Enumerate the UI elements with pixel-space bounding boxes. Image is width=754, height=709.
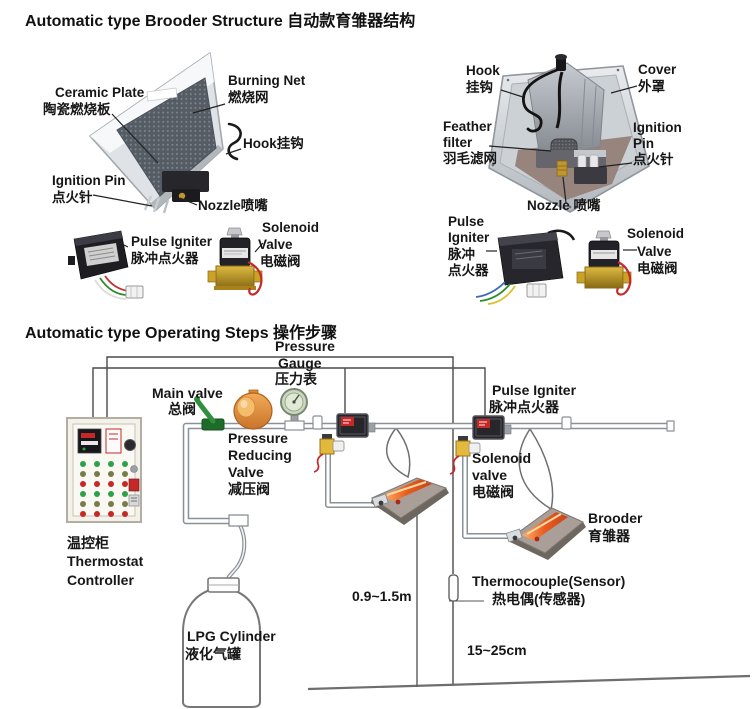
label-thermostat-3: Controller: [67, 572, 134, 588]
solenoid-valve-1: [313, 434, 345, 473]
hanging-hook-2: [518, 428, 554, 511]
label-solenoid-s2-1: Solenoid: [472, 450, 532, 466]
pulse-igniter-2: [472, 415, 512, 440]
solenoid-valve-photo-right: [576, 230, 632, 296]
nozzle-part: [556, 160, 568, 177]
pressure-gauge: [280, 388, 308, 431]
label-main-valve-2: 总阀: [168, 401, 196, 417]
label-ignition-back-3: 点火针: [633, 152, 674, 167]
label-pulse-igniter-s2-2: 脉冲点火器: [489, 399, 559, 415]
ignition-pin-part: [577, 154, 587, 169]
label-solenoid-left-3: 电磁阀: [260, 254, 301, 269]
label-ignition-back-1: Ignition: [633, 120, 682, 135]
pressure-reducing-valve: [233, 389, 273, 430]
solenoid-valve-photo-left: [207, 227, 263, 296]
label-lpg-1: LPG Cylinder: [187, 628, 276, 644]
label-cover-en: Cover: [638, 62, 677, 77]
label-prv-2: Reducing: [228, 447, 292, 463]
main-valve: [194, 396, 225, 431]
hook-wire: [522, 68, 559, 133]
label-feather-1: Feather: [443, 119, 492, 134]
label-pulse-igniter-right-2: Igniter: [448, 230, 490, 245]
label-thermocouple-1: Thermocouple(Sensor): [472, 573, 626, 589]
label-ignition-pin-zh: 点火针: [52, 190, 93, 205]
label-lpg-2: 液化气罐: [185, 646, 241, 662]
cable: [555, 71, 564, 129]
lpg-hose: [225, 524, 247, 582]
label-brooder-1: Brooder: [588, 510, 643, 526]
label-burning-net-zh: 燃烧网: [228, 90, 269, 105]
label-pulse-igniter-right-1: Pulse: [448, 214, 485, 229]
pipe-tee-fittings: [312, 415, 572, 430]
brooder-2: [505, 507, 586, 560]
label-thermostat-2: Thermostat: [67, 553, 144, 569]
hanging-hook-1: [385, 427, 411, 479]
label-pressure-gauge-3: 压力表: [275, 371, 317, 387]
pulse-igniter-1: [336, 413, 376, 438]
label-prv-3: Valve: [228, 464, 264, 480]
gas-pipes: [182, 420, 675, 539]
label-pulse-igniter-right-3: 脉冲: [448, 247, 475, 262]
label-hook-front: Hook挂钩: [243, 136, 304, 151]
label-lines: [92, 85, 638, 253]
label-ignition-back-2: Pin: [633, 136, 655, 151]
label-solenoid-left-2: Valve: [258, 237, 293, 252]
label-prv-1: Pressure: [228, 430, 288, 446]
label-pulse-igniter-s2-1: Pulse Igniter: [492, 382, 577, 398]
label-solenoid-right-2: Valve: [637, 244, 672, 259]
hook-wire: [227, 122, 242, 161]
label-solenoid-s2-2: valve: [472, 467, 508, 483]
label-ceramic-plate-en: Ceramic Plate: [55, 85, 145, 100]
label-ceramic-plate-zh: 陶瓷燃烧板: [43, 102, 111, 117]
label-hook-back-zh: 挂钩: [466, 80, 493, 95]
label-pulse-igniter-right-4: 点火器: [448, 263, 489, 278]
thermostat-cabinet: [66, 417, 142, 523]
solenoid-valve-2: [449, 436, 481, 475]
pipe-fitting-elbow: [228, 514, 249, 527]
label-pulse-igniter-left-zh: 脉冲点火器: [131, 251, 199, 266]
label-solenoid-right-1: Solenoid: [627, 226, 684, 241]
label-solenoid-s2-3: 电磁阀: [472, 484, 514, 500]
label-pressure-gauge-2: Gauge: [278, 355, 322, 371]
burner-manifold: [143, 171, 209, 214]
label-dim-height: 0.9~1.5m: [352, 588, 412, 604]
back-burner-illustration: [488, 54, 650, 213]
label-cover-zh: 外罩: [638, 79, 665, 94]
label-solenoid-right-3: 电磁阀: [637, 261, 678, 276]
label-solenoid-left-1: Solenoid: [262, 220, 319, 235]
burning-net-mesh: [116, 77, 217, 197]
pulse-igniter-photo-right: [475, 229, 576, 305]
pulse-igniter-photo-left: [68, 230, 144, 300]
lpg-cylinder: [182, 577, 261, 708]
section2-title: Automatic type Operating Steps 操作步骤: [25, 325, 338, 342]
thermocouple-sensor: [448, 574, 484, 602]
ground-line: [307, 674, 751, 691]
label-brooder-2: 育雏器: [588, 528, 630, 544]
label-thermostat-1: 温控柜: [67, 535, 109, 551]
label-thermocouple-2: 热电偶(传感器): [492, 591, 586, 607]
label-pulse-igniter-left-en: Pulse Igniter: [131, 234, 213, 249]
label-nozzle-front: Nozzle喷嘴: [198, 198, 268, 213]
label-pressure-gauge-1: Pressure: [275, 338, 335, 354]
label-feather-2: filter: [443, 135, 473, 150]
label-main-valve-1: Main valve: [152, 385, 223, 401]
label-nozzle-back: Nozzle 喷嘴: [527, 198, 601, 213]
label-feather-3: 羽毛滤网: [443, 151, 497, 166]
front-burner-illustration: [89, 52, 242, 214]
label-burning-net-en: Burning Net: [228, 73, 306, 88]
label-prv-4: 减压阀: [228, 481, 270, 497]
section1-title: Automatic type Brooder Structure 自动款育雏器结…: [25, 13, 416, 30]
label-ignition-pin-en: Ignition Pin: [52, 173, 126, 188]
brooder-1: [370, 477, 449, 525]
label-hook-back-en: Hook: [466, 63, 500, 78]
label-dim-sensor: 15~25cm: [467, 642, 527, 658]
